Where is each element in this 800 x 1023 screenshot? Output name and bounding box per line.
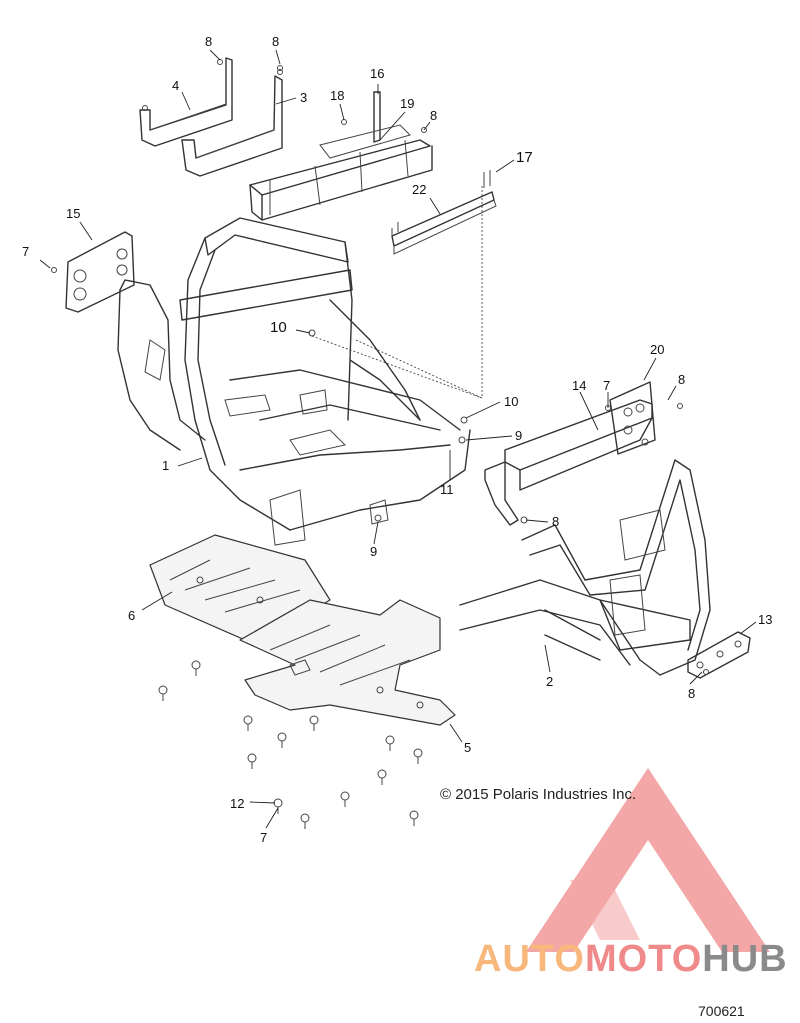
callout-labels: 8 8 4 3 16 18 19 8 17 22 15 7 10 20 14 7… <box>22 34 772 845</box>
callout-8: 8 <box>272 34 279 49</box>
callout-8: 8 <box>678 372 685 387</box>
callout-4: 4 <box>172 78 179 93</box>
callout-11: 11 <box>440 482 454 497</box>
watermark-part-hub: HUB <box>702 938 788 980</box>
part-16-19-seat-frame <box>249 91 433 221</box>
figure-number: 700621 <box>698 1003 745 1019</box>
callout-17: 17 <box>516 149 533 166</box>
callout-7: 7 <box>22 244 29 259</box>
callout-8: 8 <box>430 108 437 123</box>
callout-10: 10 <box>504 394 518 409</box>
watermark-wordmark: AUTOMOTOHUB <box>474 938 788 981</box>
callout-7: 7 <box>603 378 610 393</box>
callout-14: 14 <box>572 378 586 393</box>
part-22-rail <box>391 174 497 255</box>
callout-8: 8 <box>205 34 212 49</box>
callout-1: 1 <box>162 458 169 473</box>
callout-9: 9 <box>515 428 522 443</box>
fasteners <box>51 59 709 829</box>
callout-10: 10 <box>270 319 287 336</box>
callout-5: 5 <box>464 740 471 755</box>
part-20-front-rail <box>484 381 656 526</box>
callout-3: 3 <box>300 90 307 105</box>
watermark-triangle-logo <box>526 768 770 952</box>
callout-22: 22 <box>412 182 426 197</box>
callout-2: 2 <box>546 674 553 689</box>
leader-lines <box>39 49 757 829</box>
reference-lines <box>311 186 483 399</box>
part-3-seat-bracket <box>181 69 283 177</box>
part-13-bracket <box>687 631 751 679</box>
callout-8: 8 <box>688 686 695 701</box>
copyright-text: © 2015 Polaris Industries Inc. <box>440 786 637 803</box>
part-2-front-frame <box>459 459 711 676</box>
part-4-seat-bracket <box>139 57 233 147</box>
callout-7: 7 <box>260 830 267 845</box>
callout-16: 16 <box>370 66 384 81</box>
callout-12: 12 <box>230 796 244 811</box>
callout-6: 6 <box>128 608 135 623</box>
part-1-main-frame <box>117 217 471 546</box>
callout-9: 9 <box>370 544 377 559</box>
part-15-bracket-plate <box>65 231 135 313</box>
callout-15: 15 <box>66 206 80 221</box>
part-5-skid-plate <box>239 599 456 726</box>
callout-18: 18 <box>330 88 344 103</box>
watermark-part-auto: AUTO <box>474 938 585 980</box>
callout-8: 8 <box>552 514 559 529</box>
callout-19: 19 <box>400 96 414 111</box>
callout-13: 13 <box>758 612 772 627</box>
watermark-part-moto: MOTO <box>584 938 703 980</box>
callout-20: 20 <box>650 342 664 357</box>
